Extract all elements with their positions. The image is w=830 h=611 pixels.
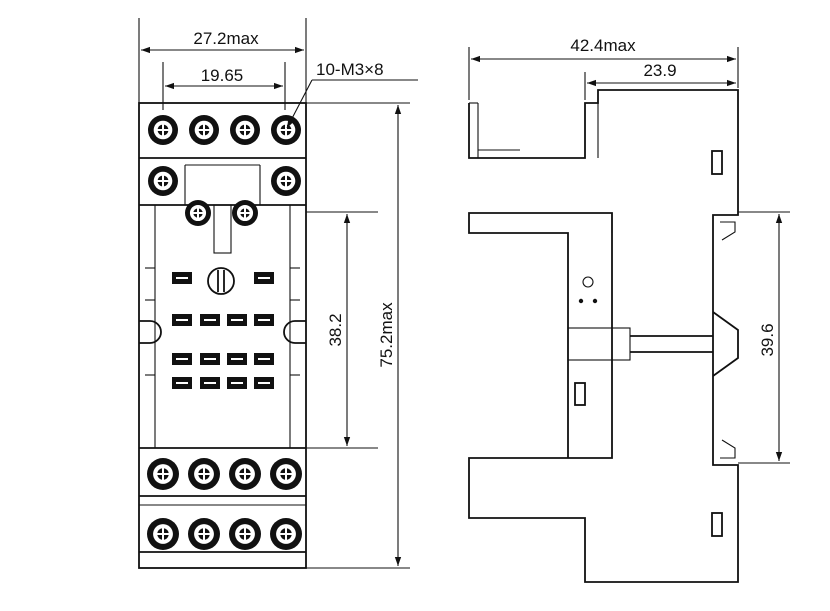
screw-terminal-icon: [148, 166, 178, 196]
contact-slot: [254, 353, 274, 365]
indicator-circle: [207, 267, 235, 295]
front-view: 27.2max 19.65 10-M3×8 38.2 75.2max: [138, 18, 418, 569]
screw-terminal-icon: [148, 115, 178, 145]
screw-terminal-icon: [147, 458, 179, 490]
contact-slot: [254, 272, 274, 284]
screw-callout-leader: [286, 79, 313, 129]
contact-slot: [172, 353, 192, 365]
screw-callout-label: 10-M3×8: [316, 60, 384, 79]
contact-slot: [200, 353, 220, 365]
screw-terminal-icon: [270, 518, 302, 550]
rail-height-dimension-label: 39.6: [758, 323, 777, 356]
contact-slot: [227, 353, 247, 365]
offset-dimension-label: 23.9: [643, 61, 676, 80]
screw-terminal-icon: [232, 200, 258, 226]
screw-terminal-icon: [189, 115, 219, 145]
contact-slot: [172, 377, 192, 389]
depth-dimension-label: 42.4max: [570, 36, 636, 55]
screw-terminal-icon: [147, 518, 179, 550]
inner-height-dimension-label: 38.2: [326, 313, 345, 346]
contact-slot: [254, 377, 274, 389]
screw-terminal-icon: [270, 458, 302, 490]
screw-terminal-icon: [185, 200, 211, 226]
screw-terminal-icon: [229, 458, 261, 490]
side-outline: [468, 89, 739, 583]
contact-slots: [172, 272, 274, 389]
contact-slot: [200, 377, 220, 389]
total-height-dimension-label: 75.2max: [377, 302, 396, 368]
contact-slot: [172, 314, 192, 326]
screw-terminal-icon: [271, 166, 301, 196]
screw-terminal-icon: [188, 518, 220, 550]
terminal-screws: [147, 115, 302, 550]
side-window-middle: [574, 382, 586, 406]
front-outline: [138, 102, 307, 569]
screw-terminal-icon: [271, 115, 301, 145]
contact-slot: [200, 314, 220, 326]
contact-slot: [227, 314, 247, 326]
side-window-bottom: [711, 512, 723, 537]
contact-slot: [172, 272, 192, 284]
side-view: 42.4max 23.9 39.6: [468, 36, 790, 583]
screw-terminal-icon: [188, 458, 220, 490]
width-dimension-label: 27.2max: [193, 29, 259, 48]
side-window-top: [711, 150, 723, 175]
contact-slot: [227, 377, 247, 389]
screw-terminal-icon: [230, 115, 260, 145]
screw-terminal-icon: [229, 518, 261, 550]
pitch-dimension-label: 19.65: [201, 66, 244, 85]
contact-slot: [254, 314, 274, 326]
